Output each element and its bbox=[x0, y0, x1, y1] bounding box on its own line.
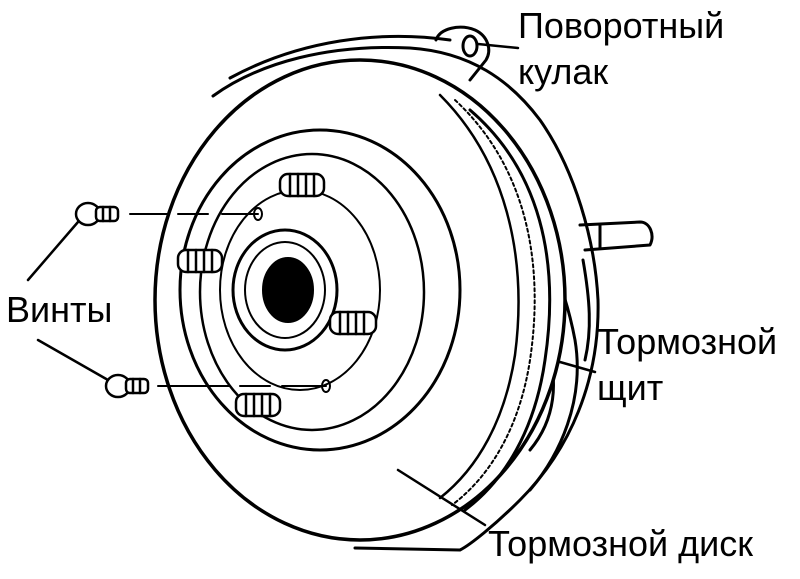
label-knuckle-line2: кулак bbox=[518, 51, 609, 92]
steering-knuckle bbox=[434, 25, 654, 252]
leader-screws-lower bbox=[36, 338, 110, 382]
screws-group bbox=[74, 201, 331, 399]
brake-disc bbox=[153, 58, 567, 542]
leader-lines bbox=[26, 42, 597, 527]
wheel-studs bbox=[176, 172, 378, 418]
stud-bottom bbox=[234, 392, 282, 418]
leader-knuckle bbox=[476, 42, 520, 50]
label-shield-line1: Тормозной bbox=[597, 321, 778, 362]
leader-disc bbox=[396, 468, 487, 527]
leader-shield bbox=[558, 360, 597, 374]
label-knuckle-line1: Поворотный bbox=[518, 5, 725, 46]
label-shield-line2: щит bbox=[597, 367, 664, 408]
stud-right bbox=[328, 310, 378, 336]
stud-left bbox=[176, 248, 224, 274]
label-screws: Винты bbox=[6, 289, 113, 330]
screw-top bbox=[74, 201, 120, 227]
leader-screws-upper bbox=[26, 220, 80, 282]
stud-top bbox=[278, 172, 326, 198]
label-disc: Тормозной диск bbox=[488, 523, 753, 564]
screw-bottom bbox=[104, 373, 150, 399]
